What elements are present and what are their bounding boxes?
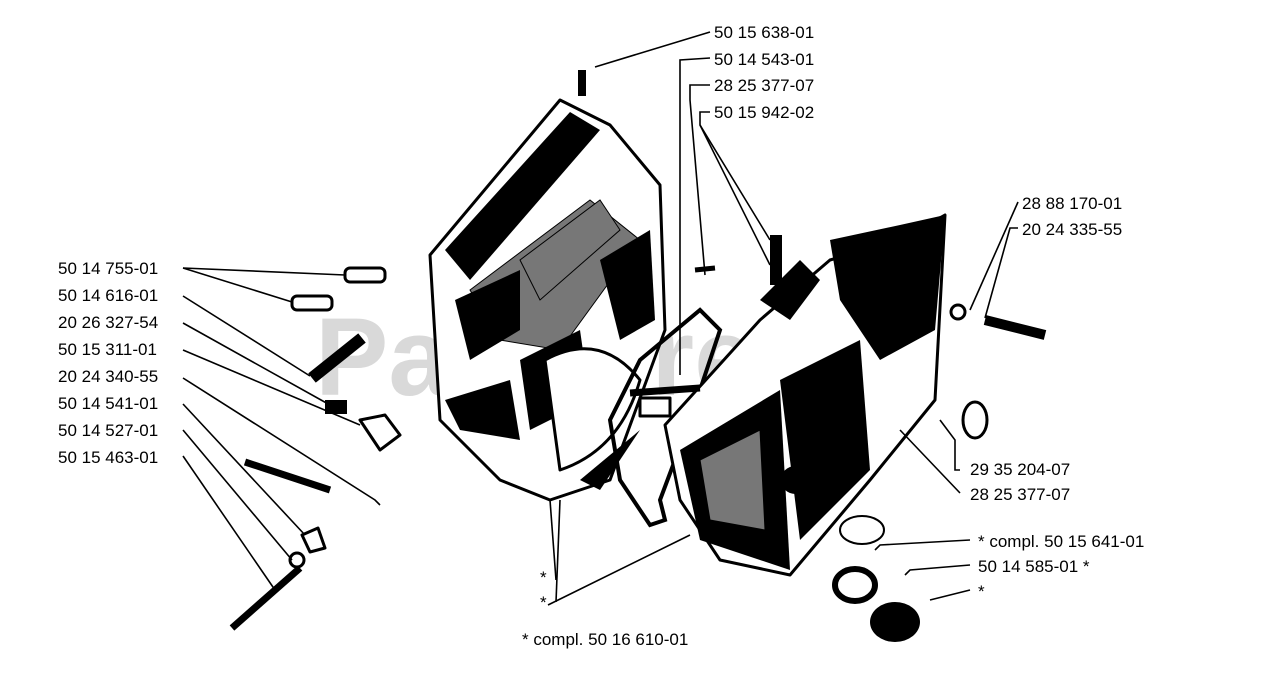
bolt-right [983,315,1047,340]
label-asterisk-right: * [978,582,985,601]
label-28-25-377-07-top: 28 25 377-07 [714,76,814,95]
label-50-14-585-01: 50 14 585-01 * [978,557,1090,576]
cover-cap [870,602,920,642]
label-50-14-616-01: 50 14 616-01 [58,286,158,305]
valve [358,413,402,452]
screw-3 [629,384,701,397]
label-50-15-463-01: 50 15 463-01 [58,448,158,467]
callout-labels: 50 15 638-01 50 14 543-01 28 25 377-07 5… [58,23,1144,649]
washer-right [949,303,967,321]
screw-1 [243,458,332,494]
left-crankcase-half [428,98,667,502]
dowel-pin-1 [343,266,387,284]
label-50-15-942-02: 50 15 942-02 [714,103,814,122]
label-20-24-335-55: 20 24 335-55 [1022,220,1122,239]
right-crankcase-half [663,213,947,577]
screws-and-pins [229,70,1047,642]
nipple [325,400,347,414]
label-29-35-204-07: 29 35 204-07 [970,460,1070,479]
pin-top [578,70,586,96]
label-28-88-170-01: 28 88 170-01 [1022,194,1122,213]
label-20-24-340-55: 20 24 340-55 [58,367,158,386]
label-compl-50-16-610-01: * compl. 50 16 610-01 [522,630,688,649]
washer [300,526,327,554]
screw-head-3 [638,396,672,418]
spacer [288,551,306,569]
o-ring [839,515,885,545]
label-compl-50-15-641-01: * compl. 50 15 641-01 [978,532,1144,551]
screw-2 [229,565,303,631]
dowel-pin-2 [290,294,334,312]
label-50-15-311-01: 50 15 311-01 [58,340,157,359]
label-50-14-527-01: 50 14 527-01 [58,421,158,440]
label-asterisk-1: * [540,568,547,587]
leader-lines [182,31,1019,606]
label-50-14-541-01: 50 14 541-01 [58,394,158,413]
label-50-14-543-01: 50 14 543-01 [714,50,814,69]
seal-ring [961,400,989,440]
label-20-26-327-54: 20 26 327-54 [58,313,158,332]
label-50-14-755-01: 50 14 755-01 [58,259,158,278]
label-28-25-377-07-bottom: 28 25 377-07 [970,485,1070,504]
gasket-ring [832,566,878,604]
label-asterisk-2: * [540,593,547,612]
stud [308,333,366,383]
label-50-15-638-01: 50 15 638-01 [714,23,814,42]
